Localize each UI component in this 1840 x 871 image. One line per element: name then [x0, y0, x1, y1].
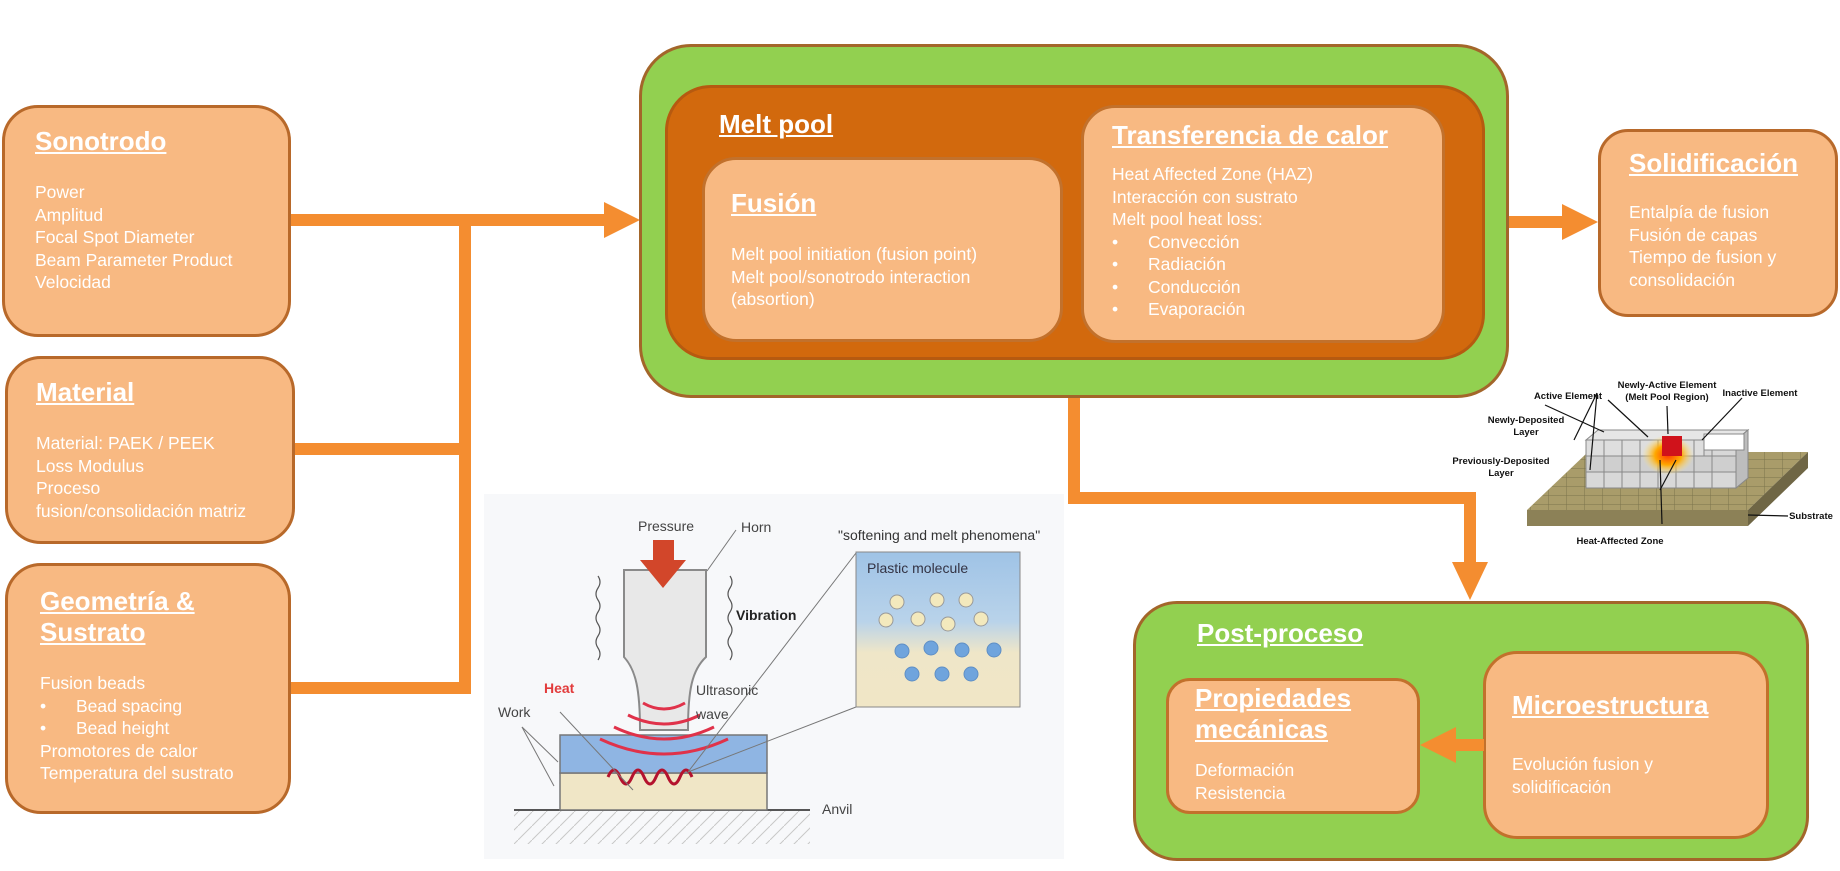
- list-item: (absortion): [731, 289, 815, 309]
- connector-material: [294, 443, 471, 455]
- solidificacion-box: Solidificación Entalpía de fusion Fusión…: [1598, 129, 1838, 317]
- list-item: Amplitud: [35, 204, 104, 225]
- list-item: Interacción con sustrato: [1112, 186, 1298, 207]
- bullet-item: •Radiación: [1112, 254, 1226, 274]
- material-title: Material: [36, 377, 135, 407]
- list-item: Focal Spot Diameter: [35, 227, 195, 247]
- list-item: Fusion beads: [40, 673, 146, 693]
- ultrasonic-welding-figure: [484, 494, 1064, 859]
- solidificacion-items: Entalpía de fusion Fusión de capas Tiemp…: [1629, 201, 1835, 291]
- post-proceso-title: Post-proceso: [1197, 618, 1364, 648]
- list-item: consolidación: [1629, 269, 1736, 290]
- connector-bus: [459, 220, 471, 694]
- list-item: Fusión de capas: [1629, 224, 1758, 245]
- list-item: Melt pool initiation (fusion point): [731, 244, 978, 264]
- solidificacion-title: Solidificación: [1629, 148, 1799, 178]
- microestructura-title: Microestructura: [1512, 690, 1709, 720]
- connector-geometria: [290, 682, 471, 694]
- list-item: Promotores de calor: [40, 740, 198, 761]
- transferencia-box: Transferencia de calor Heat Affected Zon…: [1081, 105, 1445, 343]
- arrow-to-melt-pool: [604, 202, 640, 238]
- bullet-item: •Convección: [1112, 231, 1240, 252]
- geometria-title: Geometría & Sustrato: [40, 586, 288, 648]
- propiedades-title: Propiedades mecánicas: [1195, 683, 1417, 745]
- material-box: Material Material: PAEK / PEEK Loss Modu…: [5, 356, 295, 544]
- geometria-title-line1: Geometría &: [40, 586, 195, 616]
- list-item: Material: PAEK / PEEK: [36, 433, 215, 453]
- geometria-title-line2: Sustrato: [40, 617, 146, 647]
- bullet-item: •Evaporación: [1112, 299, 1246, 319]
- list-item: Evolución fusion y: [1512, 754, 1654, 774]
- transferencia-title: Transferencia de calor: [1112, 120, 1389, 150]
- list-item: solidificación: [1512, 776, 1612, 797]
- bullet-text: Evaporación: [1148, 299, 1246, 319]
- bullet-text: Bead spacing: [76, 695, 183, 716]
- propiedades-title-line2: mecánicas: [1195, 714, 1328, 744]
- geometria-items: Fusion beads •Bead spacing •Bead height …: [40, 672, 288, 785]
- bullet-text: Convección: [1148, 231, 1240, 252]
- material-items: Material: PAEK / PEEK Loss Modulus Proce…: [36, 432, 292, 522]
- fusion-box: Fusión Melt pool initiation (fusion poin…: [702, 157, 1063, 342]
- bullet-text: Radiación: [1148, 254, 1226, 274]
- fusion-title: Fusión: [731, 188, 817, 218]
- connector-down: [1068, 396, 1080, 504]
- list-item: Resistencia: [1195, 782, 1286, 803]
- bullet-item: •Conducción: [1112, 276, 1241, 297]
- list-item: Loss Modulus: [36, 455, 144, 476]
- list-item: Deformación: [1195, 760, 1295, 780]
- melt-pool-title: Melt pool: [719, 109, 834, 139]
- arrow-to-solidificacion: [1562, 204, 1598, 240]
- list-item: fusion/consolidación matriz: [36, 500, 247, 521]
- propiedades-items: Deformación Resistencia: [1195, 759, 1417, 804]
- fusion-items: Melt pool initiation (fusion point) Melt…: [731, 243, 1060, 311]
- transferencia-items: Heat Affected Zone (HAZ) Interacción con…: [1112, 163, 1442, 321]
- microestructura-items: Evolución fusion y solidificación: [1512, 753, 1766, 798]
- microestructura-box: Microestructura Evolución fusion y solid…: [1483, 651, 1769, 839]
- sonotrodo-items: Power Amplitud Focal Spot Diameter Beam …: [35, 181, 288, 294]
- list-item: Entalpía de fusion: [1629, 202, 1770, 222]
- arrow-to-post-proceso: [1452, 562, 1488, 600]
- list-item: Proceso: [36, 478, 101, 498]
- bullet-item: •Bead spacing: [40, 695, 183, 716]
- geometria-box: Geometría & Sustrato Fusion beads •Bead …: [5, 563, 291, 814]
- sonotrodo-box: Sonotrodo Power Amplitud Focal Spot Diam…: [2, 105, 291, 337]
- bullet-item: •Bead height: [40, 718, 170, 738]
- list-item: Heat Affected Zone (HAZ): [1112, 164, 1314, 184]
- connector-down-2: [1464, 492, 1476, 564]
- bullet-text: Bead height: [76, 718, 170, 738]
- list-item: Melt pool/sonotrodo interaction: [731, 266, 971, 287]
- propiedades-box: Propiedades mecánicas Deformación Resist…: [1166, 678, 1420, 814]
- list-item: Beam Parameter Product: [35, 249, 233, 270]
- list-item: Tiempo de fusion y: [1629, 247, 1777, 267]
- propiedades-title-line1: Propiedades: [1195, 683, 1352, 713]
- list-item: Temperatura del sustrato: [40, 763, 234, 783]
- list-item: Melt pool heat loss:: [1112, 209, 1263, 229]
- connector-across: [1068, 492, 1476, 504]
- connector-sonotrodo: [288, 214, 608, 226]
- list-item: Power: [35, 182, 85, 202]
- bullet-text: Conducción: [1148, 276, 1241, 297]
- list-item: Velocidad: [35, 272, 111, 292]
- sonotrodo-title: Sonotrodo: [35, 126, 167, 156]
